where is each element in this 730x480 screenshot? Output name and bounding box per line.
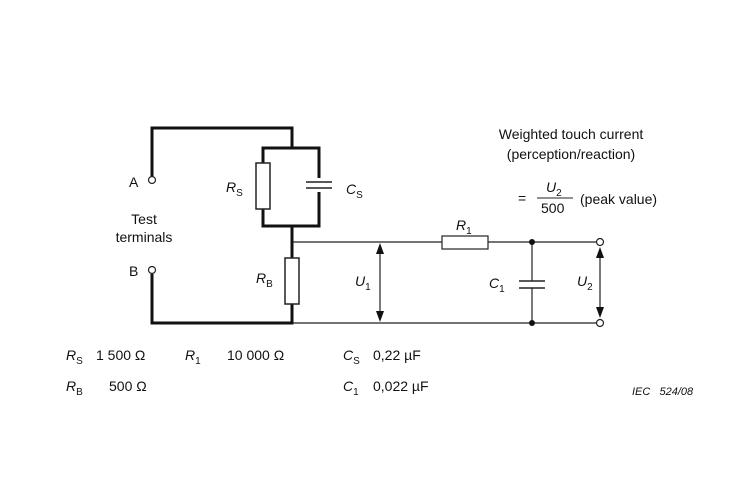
terminal-a[interactable] [147, 175, 157, 185]
resistor-rs [255, 162, 271, 210]
u2-label: U2 [577, 273, 593, 293]
rs-label: RS [226, 179, 243, 199]
junction-dot-top [529, 239, 535, 245]
terminals-caption-1: Test [131, 211, 157, 227]
output-terminal-bottom [595, 318, 605, 328]
u2-voltage-arrow [596, 247, 604, 318]
resistor-r1 [441, 235, 489, 250]
cs-gap [306, 178, 332, 192]
u1-voltage-arrow [376, 243, 384, 322]
terminal-b[interactable] [147, 265, 157, 275]
c1-label: C1 [489, 275, 505, 295]
formula-title-1: Weighted touch current [499, 126, 644, 142]
cs-value: 0,22 µF [373, 347, 421, 363]
rb-value-symbol: RB [66, 378, 83, 398]
wire-node-down [150, 226, 294, 325]
u1-label: U1 [355, 273, 371, 293]
formula-numerator: U2 [546, 179, 562, 199]
formula-denominator: 500 [541, 200, 565, 216]
rs-value: 1 500 Ω [96, 347, 145, 363]
terminals-caption-2: terminals [116, 229, 173, 245]
cs-label: CS [346, 181, 363, 201]
iec-reference: IEC 524/08 [632, 386, 694, 398]
formula-equals: = [518, 190, 526, 206]
output-terminal-top [595, 237, 605, 247]
r1-label: R1 [456, 217, 472, 237]
r1-value-symbol: R1 [185, 347, 201, 367]
junction-dot-bottom [529, 320, 535, 326]
formula-title-2: (perception/reaction) [507, 146, 635, 162]
rs-value-symbol: RS [66, 347, 83, 367]
c1-value-symbol: C1 [343, 378, 359, 398]
terminal-a-label: A [129, 174, 139, 190]
c1-value: 0,022 µF [373, 378, 429, 394]
rb-label: RB [256, 270, 273, 290]
r1-value: 10 000 Ω [227, 347, 284, 363]
cs-value-symbol: CS [343, 347, 360, 367]
terminal-b-label: B [129, 263, 138, 279]
resistor-rb [284, 257, 300, 305]
formula-note: (peak value) [580, 191, 657, 207]
wire-a-to-top [150, 126, 294, 176]
rb-value: 500 Ω [109, 378, 147, 394]
